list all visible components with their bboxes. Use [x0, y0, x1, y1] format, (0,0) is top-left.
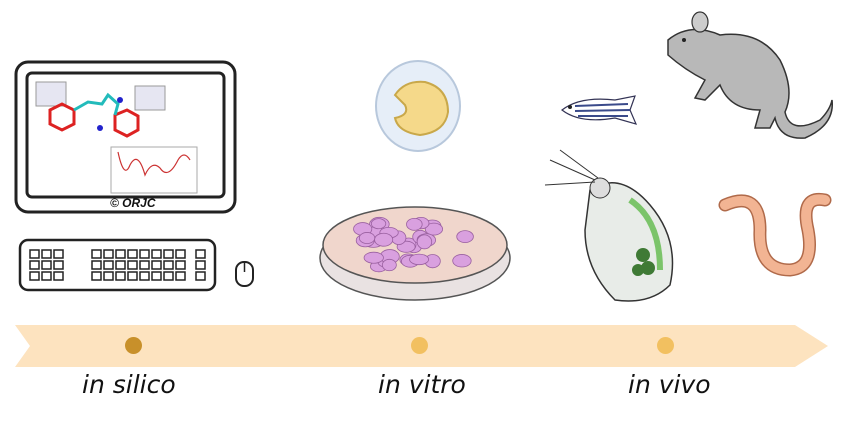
zebrafish-icon	[561, 95, 638, 125]
key	[91, 249, 102, 259]
key	[163, 249, 174, 259]
copyright-text: © ORJC	[110, 196, 156, 210]
earthworm-icon	[718, 192, 832, 277]
cell	[406, 217, 423, 231]
key	[41, 271, 52, 281]
key	[175, 249, 186, 259]
key	[91, 271, 102, 281]
key	[151, 271, 162, 281]
key	[139, 271, 150, 281]
label-in-vitro: in vitro	[378, 370, 466, 399]
key	[127, 260, 138, 270]
rat-icon	[667, 11, 833, 139]
stage-dot-in-silico	[125, 337, 142, 354]
key	[103, 249, 114, 259]
key	[195, 271, 206, 281]
key	[175, 260, 186, 270]
cell	[424, 222, 443, 236]
key	[91, 260, 102, 270]
key	[29, 271, 40, 281]
key	[195, 249, 206, 259]
key	[151, 260, 162, 270]
stage-dot-in-vivo	[657, 337, 674, 354]
key	[139, 249, 150, 259]
cell	[381, 258, 397, 272]
key	[53, 249, 64, 259]
key	[175, 271, 186, 281]
key	[53, 260, 64, 270]
keyboard-icon	[18, 238, 217, 292]
cell	[416, 234, 433, 250]
cell	[358, 232, 376, 244]
daphnia-icon	[544, 149, 674, 302]
label-in-silico: in silico	[82, 370, 176, 399]
key	[163, 260, 174, 270]
cell	[363, 251, 384, 264]
cell	[409, 253, 430, 266]
key	[163, 271, 174, 281]
key	[127, 271, 138, 281]
key	[41, 260, 52, 270]
key	[127, 249, 138, 259]
cell	[456, 230, 474, 244]
key	[151, 249, 162, 259]
key	[115, 249, 126, 259]
key	[103, 260, 114, 270]
egg-cell-icon	[375, 60, 461, 152]
key	[115, 271, 126, 281]
key	[139, 260, 150, 270]
key	[53, 271, 64, 281]
key	[41, 249, 52, 259]
label-in-vivo: in vivo	[628, 370, 711, 399]
key	[115, 260, 126, 270]
key	[29, 249, 40, 259]
monitor-icon	[14, 60, 237, 214]
key	[29, 260, 40, 270]
cell	[452, 254, 472, 268]
cell	[370, 218, 387, 230]
stage-dot-in-vitro	[411, 337, 428, 354]
mouse-icon	[235, 261, 254, 287]
key	[195, 260, 206, 270]
key	[103, 271, 114, 281]
petri-dish-icon	[319, 206, 511, 301]
